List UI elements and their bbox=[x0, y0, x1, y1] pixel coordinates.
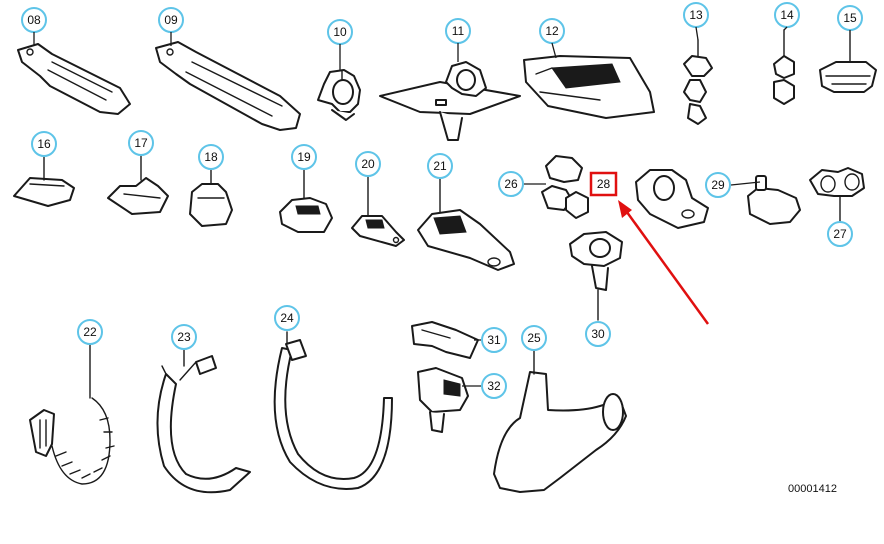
part-08-drawing bbox=[17, 43, 131, 115]
callout-29[interactable]: 29 bbox=[705, 172, 731, 198]
callout-label: 16 bbox=[37, 137, 51, 151]
part-19-drawing bbox=[279, 169, 333, 233]
callout-32[interactable]: 32 bbox=[481, 373, 507, 399]
callout-26[interactable]: 26 bbox=[498, 171, 524, 197]
part-26-drawing bbox=[524, 155, 589, 219]
part-09-drawing bbox=[155, 41, 301, 131]
part-15-drawing bbox=[819, 31, 877, 93]
part-21-drawing bbox=[417, 178, 515, 271]
callout-label: 15 bbox=[843, 11, 857, 25]
callout-label: 10 bbox=[333, 25, 347, 39]
callout-label: 26 bbox=[504, 177, 518, 191]
highlight-28-box[interactable]: 28 bbox=[589, 171, 618, 197]
callout-label: 21 bbox=[433, 159, 447, 173]
reference-code: 00001412 bbox=[788, 483, 837, 495]
callout-label: 14 bbox=[780, 8, 794, 22]
part-12-drawing bbox=[523, 55, 655, 119]
callout-20[interactable]: 20 bbox=[355, 151, 381, 177]
callout-label: 22 bbox=[83, 325, 97, 339]
callout-16[interactable]: 16 bbox=[31, 131, 57, 157]
part-27-drawing bbox=[809, 167, 865, 223]
part-10-drawing bbox=[317, 69, 361, 121]
callout-10[interactable]: 10 bbox=[327, 19, 353, 45]
callout-label: 23 bbox=[177, 330, 191, 344]
callout-09[interactable]: 09 bbox=[158, 7, 184, 33]
part-32-drawing bbox=[417, 367, 481, 433]
part-24-drawing bbox=[273, 331, 393, 490]
callout-11[interactable]: 11 bbox=[445, 18, 471, 44]
callout-23[interactable]: 23 bbox=[171, 324, 197, 350]
part-13-drawing bbox=[683, 39, 713, 125]
callout-18[interactable]: 18 bbox=[198, 144, 224, 170]
callout-17[interactable]: 17 bbox=[128, 130, 154, 156]
part-22-drawing bbox=[29, 343, 115, 485]
part-28-drawing bbox=[635, 169, 709, 229]
callout-24[interactable]: 24 bbox=[274, 305, 300, 331]
callout-12[interactable]: 12 bbox=[539, 18, 565, 44]
callout-19[interactable]: 19 bbox=[291, 144, 317, 170]
highlight-arrow bbox=[618, 200, 710, 325]
callout-label: 19 bbox=[297, 150, 311, 164]
callout-label: 20 bbox=[361, 157, 375, 171]
part-20-drawing bbox=[351, 176, 405, 247]
callout-25[interactable]: 25 bbox=[521, 325, 547, 351]
part-30-drawing bbox=[569, 231, 623, 321]
callout-label: 08 bbox=[27, 13, 41, 27]
callout-label: 30 bbox=[591, 327, 605, 341]
callout-label: 24 bbox=[280, 311, 294, 325]
callout-15[interactable]: 15 bbox=[837, 5, 863, 31]
callout-27[interactable]: 27 bbox=[827, 221, 853, 247]
callout-31[interactable]: 31 bbox=[481, 327, 507, 353]
callout-label: 29 bbox=[711, 178, 725, 192]
callout-label: 17 bbox=[134, 136, 148, 150]
callout-label: 32 bbox=[487, 379, 501, 393]
part-25-drawing bbox=[493, 349, 627, 493]
part-14-drawing bbox=[773, 29, 795, 105]
callout-label: 11 bbox=[452, 24, 465, 38]
part-23-drawing bbox=[156, 349, 251, 494]
callout-label: 12 bbox=[545, 24, 559, 38]
callout-08[interactable]: 08 bbox=[21, 7, 47, 33]
callout-label: 25 bbox=[527, 331, 541, 345]
part-11-drawing bbox=[379, 61, 521, 141]
callout-label: 09 bbox=[164, 13, 178, 27]
callout-label: 13 bbox=[689, 8, 703, 22]
part-29-drawing bbox=[730, 175, 801, 225]
callout-22[interactable]: 22 bbox=[77, 319, 103, 345]
part-18-drawing bbox=[189, 169, 233, 227]
callout-label: 18 bbox=[204, 150, 218, 164]
highlight-label: 28 bbox=[597, 177, 611, 191]
callout-13[interactable]: 13 bbox=[683, 2, 709, 28]
part-16-drawing bbox=[13, 156, 75, 207]
callout-label: 27 bbox=[833, 227, 847, 241]
part-17-drawing bbox=[107, 155, 169, 215]
callout-30[interactable]: 30 bbox=[585, 321, 611, 347]
callout-21[interactable]: 21 bbox=[427, 153, 453, 179]
callout-14[interactable]: 14 bbox=[774, 2, 800, 28]
callout-label: 31 bbox=[487, 333, 501, 347]
part-31-drawing bbox=[411, 321, 481, 359]
